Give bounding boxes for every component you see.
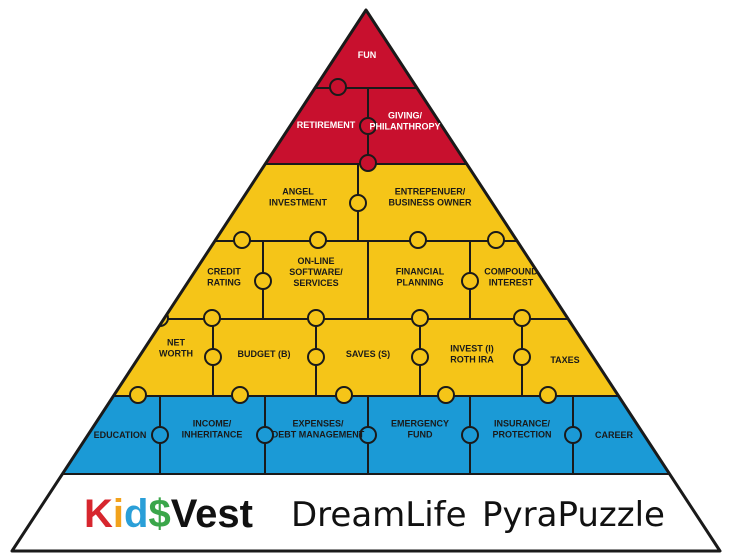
piece-label-line: EDUCATION <box>94 430 147 440</box>
piece-label-line: EXPENSES/ <box>292 419 344 429</box>
puzzle-tab <box>411 309 429 327</box>
piece-label-line: INSURANCE/ <box>494 419 551 429</box>
kidsvest-letter: K <box>84 492 113 536</box>
piece-label-line: RATING <box>207 278 241 288</box>
piece-label-line: FUND <box>408 430 433 440</box>
piece-insurance-protection: INSURANCE/PROTECTION <box>492 419 551 440</box>
puzzle-tab <box>409 231 427 249</box>
piece-taxes: TAXES <box>550 355 579 365</box>
piece-label-line: FUN <box>358 50 377 60</box>
piece-label-line: BUDGET (B) <box>238 349 291 359</box>
puzzle-tab <box>513 309 531 327</box>
puzzle-tab <box>539 386 557 404</box>
puzzle-tab <box>307 348 325 366</box>
piece-label-line: INHERITANCE <box>182 430 243 440</box>
piece-label-line: COMPOUND <box>484 267 538 277</box>
piece-retirement: RETIREMENT <box>297 120 356 130</box>
brand-row: Kid$Vest DreamLife PyraPuzzle <box>84 492 665 536</box>
piece-label-line: SOFTWARE/ <box>289 267 343 277</box>
piece-education: EDUCATION <box>94 430 147 440</box>
piece-label-line: PHILANTHROPY <box>369 122 440 132</box>
piece-giving: GIVING/PHILANTHROPY <box>369 111 440 132</box>
kidsvest-letter: d <box>124 492 148 536</box>
piece-label-line: GIVING/ <box>388 111 423 121</box>
piece-invest-roth: INVEST (I)ROTH IRA <box>450 344 494 365</box>
piece-label-line: INVEST (I) <box>450 344 494 354</box>
puzzle-tab <box>254 272 272 290</box>
puzzle-tab <box>307 309 325 327</box>
piece-label-line: CAREER <box>595 430 634 440</box>
piece-label-line: INTEREST <box>489 278 534 288</box>
puzzle-tab <box>411 348 429 366</box>
puzzle-tab <box>335 386 353 404</box>
piece-saves: SAVES (S) <box>346 349 390 359</box>
piece-label-line: FINANCIAL <box>396 267 445 277</box>
pyramid-outline <box>10 8 722 553</box>
dreamlife-logo: DreamLife <box>291 495 467 535</box>
piece-label-line: RETIREMENT <box>297 120 356 130</box>
piece-label-line: INCOME/ <box>193 419 232 429</box>
piece-label-line: WORTH <box>159 349 193 359</box>
piece-label-line: INVESTMENT <box>269 198 328 208</box>
puzzle-tab <box>359 426 377 444</box>
puzzle-tab <box>461 272 479 290</box>
puzzle-tab <box>151 426 169 444</box>
kidsvest-logo: Kid$Vest <box>84 492 253 536</box>
pyrapuzzle-logo: PyraPuzzle <box>482 495 665 535</box>
puzzle-tab <box>461 426 479 444</box>
piece-label-line: NET <box>167 338 186 348</box>
piece-career: CAREER <box>595 430 634 440</box>
kidsvest-letter: $ <box>148 492 170 536</box>
puzzle-tab <box>129 386 147 404</box>
piece-label-line: CREDIT <box>207 267 241 277</box>
piece-entrepreneur: ENTREPENUER/BUSINESS OWNER <box>388 187 472 208</box>
piece-label-line: SERVICES <box>293 278 338 288</box>
piece-label-line: DEBT MANAGEMENT <box>272 430 365 440</box>
yellow-tier-band <box>12 164 720 396</box>
piece-budget: BUDGET (B) <box>238 349 291 359</box>
piece-label-line: TAXES <box>550 355 579 365</box>
piece-income-inheritance: INCOME/INHERITANCE <box>182 419 243 440</box>
piece-label-line: PROTECTION <box>492 430 551 440</box>
piece-label-line: ROTH IRA <box>450 355 494 365</box>
puzzle-tab <box>437 386 455 404</box>
piece-label-line: PLANNING <box>397 278 444 288</box>
puzzle-tab <box>329 78 347 96</box>
piece-label-line: BUSINESS OWNER <box>388 198 472 208</box>
piece-label-line: ANGEL <box>282 187 314 197</box>
puzzle-tab <box>359 154 377 172</box>
puzzle-tab <box>203 309 221 327</box>
kidsvest-letter: i <box>113 492 124 536</box>
puzzle-tab <box>513 348 531 366</box>
piece-fun: FUN <box>358 50 377 60</box>
kidsvest-vest: Vest <box>171 492 253 536</box>
puzzle-tab <box>256 426 274 444</box>
puzzle-tab <box>564 426 582 444</box>
puzzle-tab <box>233 231 251 249</box>
puzzle-tab <box>231 386 249 404</box>
piece-label-line: EMERGENCY <box>391 419 449 429</box>
piece-label-line: SAVES (S) <box>346 349 390 359</box>
puzzle-tab <box>309 231 327 249</box>
puzzle-tab <box>487 231 505 249</box>
piece-expenses-debt: EXPENSES/DEBT MANAGEMENT <box>272 419 365 440</box>
piece-label-line: ON-LINE <box>298 256 335 266</box>
puzzle-tab <box>204 348 222 366</box>
piece-labels: FUN RETIREMENT GIVING/PHILANTHROPY ANGEL… <box>94 50 634 440</box>
piece-label-line: ENTREPENUER/ <box>395 187 466 197</box>
puzzle-tab <box>349 194 367 212</box>
brand-band <box>12 474 720 551</box>
puzzle-tab <box>359 117 377 135</box>
